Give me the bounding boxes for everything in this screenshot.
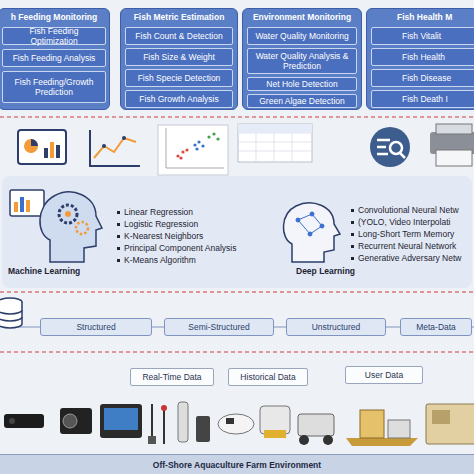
bullet <box>117 259 120 262</box>
box-text: Fish Feeding Analysis <box>11 53 98 63</box>
box-text: Fish Specie Detection <box>136 73 223 83</box>
bullet <box>117 235 120 238</box>
box-text: Fish Size & Weight <box>141 52 217 62</box>
box-text: Fish Metric Estimation <box>121 12 237 22</box>
data-type-box: Semi-Structured <box>164 318 274 336</box>
box-text: User Data <box>365 370 403 380</box>
task-box: Fish Health <box>371 48 474 66</box>
group-panel: Fish Health M Fish VitalitFish HealthFish… <box>366 8 474 110</box>
task-box: Net Hole Detection <box>247 77 357 91</box>
box-text: Water Quality Monitoring <box>253 31 350 41</box>
box-text: Fish Health M <box>367 12 474 22</box>
task-box: Fish Specie Detection <box>125 69 233 87</box>
box-text: Water Quality Analysis & Prediction <box>248 51 356 71</box>
data-type-box: Unstructured <box>286 318 386 336</box>
task-box: Green Algae Detection <box>247 94 357 108</box>
data-type-box: Structured <box>40 318 152 336</box>
group-panel: h Feeding MonitoringFish Feeding Optimiz… <box>0 8 110 110</box>
task-box: Fish Size & Weight <box>125 48 233 66</box>
source-box: Real-Time Data <box>130 368 214 386</box>
box-text: Fish Feeding/Growth Prediction <box>3 77 105 97</box>
task-box: Fish Death I <box>371 90 474 108</box>
box-text: Fish Death I <box>372 94 450 104</box>
method-item: Linear Regression <box>124 207 193 218</box>
method-item: (YOLO, Video Interpolati <box>358 217 450 228</box>
task-box: Fish Disease <box>371 69 474 87</box>
task-box: Water Quality Analysis & Prediction <box>247 48 357 74</box>
box-text: Unstructured <box>312 322 361 332</box>
box-text: Green Algae Detection <box>257 96 347 106</box>
box-text: Fish Feeding Optimization <box>3 26 105 46</box>
box-text: Structured <box>76 322 115 332</box>
box-text: Fish Vitalit <box>372 31 443 41</box>
group-panel: Fish Metric EstimationFish Count & Detec… <box>120 8 238 110</box>
source-box: User Data <box>345 366 423 384</box>
task-box: Fish Feeding Optimization <box>2 27 106 45</box>
task-box: Water Quality Monitoring <box>247 27 357 45</box>
bullet <box>351 209 354 212</box>
box-text: Fish Disease <box>372 73 453 83</box>
method-item: Recurrent Neural Network <box>358 241 456 252</box>
task-box: Fish Growth Analysis <box>125 90 233 108</box>
method-item: Convolutional Neural Netw <box>358 205 459 216</box>
bullet <box>117 247 120 250</box>
box-text: Historical Data <box>240 372 295 382</box>
method-item: K-Means Algorithm <box>124 255 196 266</box>
section-label: Deep Learning <box>296 266 355 277</box>
task-box: Fish Vitalit <box>371 27 474 45</box>
method-item: Generative Adversary Netw <box>358 253 461 264</box>
box-text: Fish Count & Detection <box>133 31 224 41</box>
method-item: Principal Component Analysis <box>124 243 236 254</box>
bullet <box>117 211 120 214</box>
group-panel: Environment MonitoringWater Quality Moni… <box>242 8 362 110</box>
task-box: Fish Count & Detection <box>125 27 233 45</box>
box-text: h Feeding Monitoring <box>0 12 109 22</box>
box-text: Off-Shore Aquaculture Farm Environment <box>153 460 321 470</box>
source-box: Historical Data <box>228 368 308 386</box>
bullet <box>351 221 354 224</box>
box-text: Meta-Data <box>416 322 456 332</box>
box-text: Environment Monitoring <box>243 12 361 22</box>
method-item: Logistic Regression <box>124 219 198 230</box>
task-box: Fish Feeding/Growth Prediction <box>2 71 106 103</box>
box-text: Real-Time Data <box>142 372 201 382</box>
box-text: Net Hole Detection <box>264 79 339 89</box>
bullet <box>351 257 354 260</box>
data-type-box: Meta-Data <box>400 318 472 336</box>
box-text: Fish Growth Analysis <box>137 94 220 104</box>
bullet <box>117 223 120 226</box>
section-label: Machine Learning <box>8 266 80 277</box>
method-item: K-Nearest Neighbors <box>124 231 203 242</box>
task-box: Fish Feeding Analysis <box>2 49 106 67</box>
box-text: Fish Health <box>372 52 447 62</box>
method-item: Long-Short Term Memory <box>358 229 454 240</box>
footer-band: Off-Shore Aquaculture Farm Environment <box>0 454 474 474</box>
bullet <box>351 245 354 248</box>
bullet <box>351 233 354 236</box>
box-text: Semi-Structured <box>188 322 249 332</box>
